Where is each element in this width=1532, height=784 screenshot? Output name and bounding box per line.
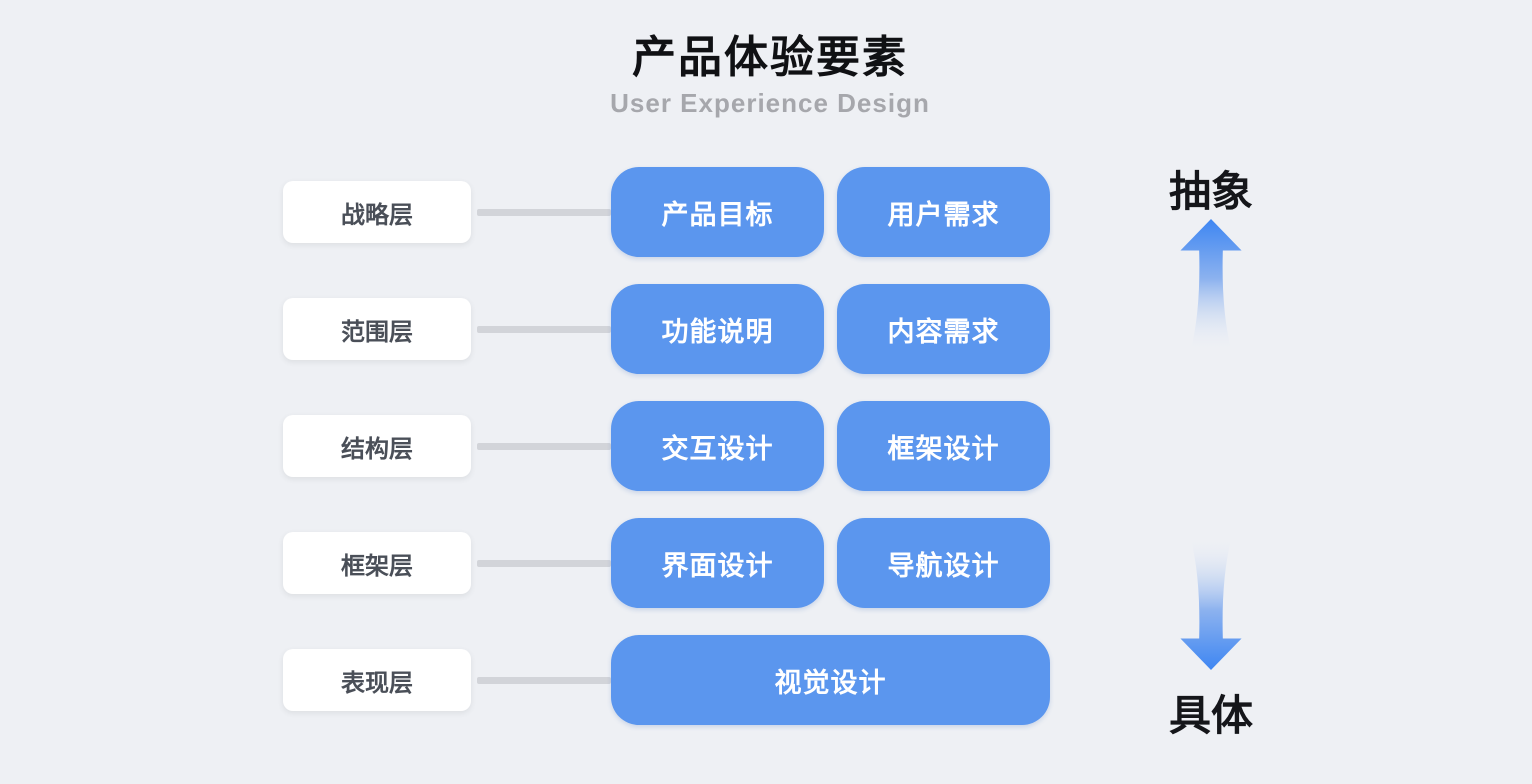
layer-row-structure: 结构层 交互设计 框架设计	[283, 401, 1050, 491]
pill-visual-design: 视觉设计	[611, 635, 1050, 725]
pill-interface-design: 界面设计	[611, 518, 824, 608]
pill-framework-design: 框架设计	[837, 401, 1050, 491]
label-structure-layer: 结构层	[283, 415, 471, 477]
arrow-up-icon	[1180, 218, 1242, 353]
arrow-down-icon	[1180, 536, 1242, 671]
pill-content-needs: 内容需求	[837, 284, 1050, 374]
page-title: 产品体验要素	[632, 33, 908, 82]
connector-line	[477, 208, 611, 216]
layer-row-skeleton: 框架层 界面设计 导航设计	[283, 518, 1050, 608]
connector-line	[477, 676, 611, 684]
layer-row-scope: 范围层 功能说明 内容需求	[283, 284, 1050, 374]
pill-product-goal: 产品目标	[611, 167, 824, 257]
label-skeleton-layer: 框架层	[283, 532, 471, 594]
layer-row-surface: 表现层 视觉设计	[283, 635, 1050, 725]
pill-interaction-design: 交互设计	[611, 401, 824, 491]
label-scope-layer: 范围层	[283, 298, 471, 360]
connector-line	[477, 325, 611, 333]
axis-label-concrete: 具体	[1168, 692, 1253, 739]
connector-line	[477, 442, 611, 450]
header: 产品体验要素 User Experience Design	[0, 33, 1532, 119]
axis-label-abstract: 抽象	[1168, 168, 1253, 215]
pill-navigation-design: 导航设计	[837, 518, 1050, 608]
label-strategy-layer: 战略层	[283, 181, 471, 243]
pill-user-needs: 用户需求	[837, 167, 1050, 257]
label-surface-layer: 表现层	[283, 649, 471, 711]
page-subtitle: User Experience Design	[610, 88, 930, 119]
layer-row-strategy: 战略层 产品目标 用户需求	[283, 167, 1050, 257]
connector-line	[477, 559, 611, 567]
pill-feature-spec: 功能说明	[611, 284, 824, 374]
